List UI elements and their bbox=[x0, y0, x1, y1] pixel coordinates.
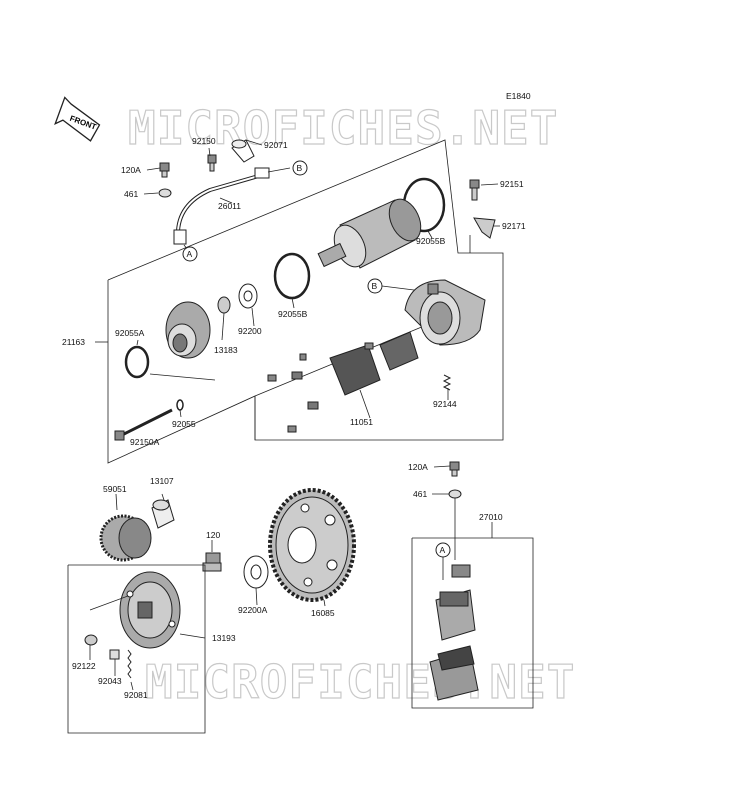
bolt-92150 bbox=[207, 154, 217, 172]
callout-b-mid: B bbox=[367, 278, 383, 294]
label-92150: 92150 bbox=[192, 136, 216, 146]
label-92200: 92200 bbox=[238, 326, 262, 336]
label-11051: 11051 bbox=[350, 417, 373, 427]
label-92055A: 92055A bbox=[115, 328, 145, 338]
label-92055B-top: 92055B bbox=[416, 236, 446, 246]
rear-cover bbox=[404, 279, 486, 346]
front-cover-21163 bbox=[165, 301, 211, 359]
label-13183: 13183 bbox=[214, 345, 238, 355]
starter-group-outline bbox=[107, 139, 504, 464]
bolt-120A-bottom bbox=[449, 461, 460, 477]
watermark-top: MICROFICHES.NET bbox=[128, 101, 558, 155]
bolt-92151 bbox=[469, 179, 480, 201]
label-92043: 92043 bbox=[98, 676, 122, 686]
label-92055B-mid: 92055B bbox=[278, 309, 308, 319]
svg-text:B: B bbox=[372, 281, 378, 291]
svg-text:B: B bbox=[297, 163, 303, 173]
callout-b-top: B bbox=[292, 160, 308, 176]
bolt-120 bbox=[202, 552, 222, 572]
pin-92043 bbox=[109, 649, 120, 660]
label-13107: 13107 bbox=[150, 476, 174, 486]
oring-92055A bbox=[124, 345, 150, 379]
shaft-13107 bbox=[151, 499, 175, 529]
label-92071: 92071 bbox=[264, 140, 288, 150]
boot-92071 bbox=[231, 139, 255, 163]
relay-box bbox=[411, 537, 534, 709]
bolt-92150A bbox=[114, 408, 173, 441]
svg-text:A: A bbox=[440, 545, 446, 555]
oring-92055 bbox=[176, 399, 184, 411]
diagram-code: E1840 bbox=[506, 91, 531, 101]
roller-92122 bbox=[84, 634, 98, 646]
spring-92081 bbox=[127, 649, 132, 679]
label-92171: 92171 bbox=[502, 221, 526, 231]
cable-26011 bbox=[173, 167, 270, 245]
motor-yoke bbox=[317, 198, 422, 269]
starter-relay-27010 bbox=[429, 564, 479, 701]
label-21163: 21163 bbox=[62, 337, 85, 347]
front-arrow-icon: FRONT bbox=[54, 96, 101, 142]
label-120A-bottom: 120A bbox=[408, 462, 428, 472]
bracket-92171 bbox=[473, 217, 496, 239]
label-13193: 13193 bbox=[212, 633, 236, 643]
label-461-top: 461 bbox=[124, 189, 138, 199]
label-26011: 26011 bbox=[218, 201, 241, 211]
bolt-120A-top bbox=[159, 162, 170, 178]
oring-92055B-mid bbox=[273, 252, 311, 300]
clutch-13193 bbox=[119, 571, 181, 649]
label-16085: 16085 bbox=[311, 608, 335, 618]
label-27010: 27010 bbox=[479, 512, 503, 522]
label-92144: 92144 bbox=[433, 399, 457, 409]
watermark-bottom: MICROFICHES.NET bbox=[145, 655, 575, 709]
label-92200A: 92200A bbox=[238, 605, 268, 615]
brush-holder bbox=[267, 331, 419, 433]
washer-461-bottom bbox=[448, 489, 462, 499]
label-92122: 92122 bbox=[72, 661, 96, 671]
clutch-box bbox=[67, 564, 206, 734]
gear-59051 bbox=[99, 514, 152, 562]
label-92150A: 92150A bbox=[130, 437, 160, 447]
washer-13183 bbox=[217, 296, 231, 314]
sprocket-16085 bbox=[268, 488, 356, 602]
label-92151: 92151 bbox=[500, 179, 524, 189]
label-461-bottom: 461 bbox=[413, 489, 427, 499]
svg-text:A: A bbox=[187, 249, 193, 259]
label-92055: 92055 bbox=[172, 419, 196, 429]
label-120A-top: 120A bbox=[121, 165, 141, 175]
spring-92144 bbox=[442, 374, 452, 391]
callout-a-bottom: A bbox=[435, 542, 451, 558]
washer-461-top bbox=[158, 188, 172, 198]
label-59051: 59051 bbox=[103, 484, 127, 494]
label-120: 120 bbox=[206, 530, 220, 540]
callout-a-top: A bbox=[182, 246, 198, 262]
label-92081: 92081 bbox=[124, 690, 148, 700]
